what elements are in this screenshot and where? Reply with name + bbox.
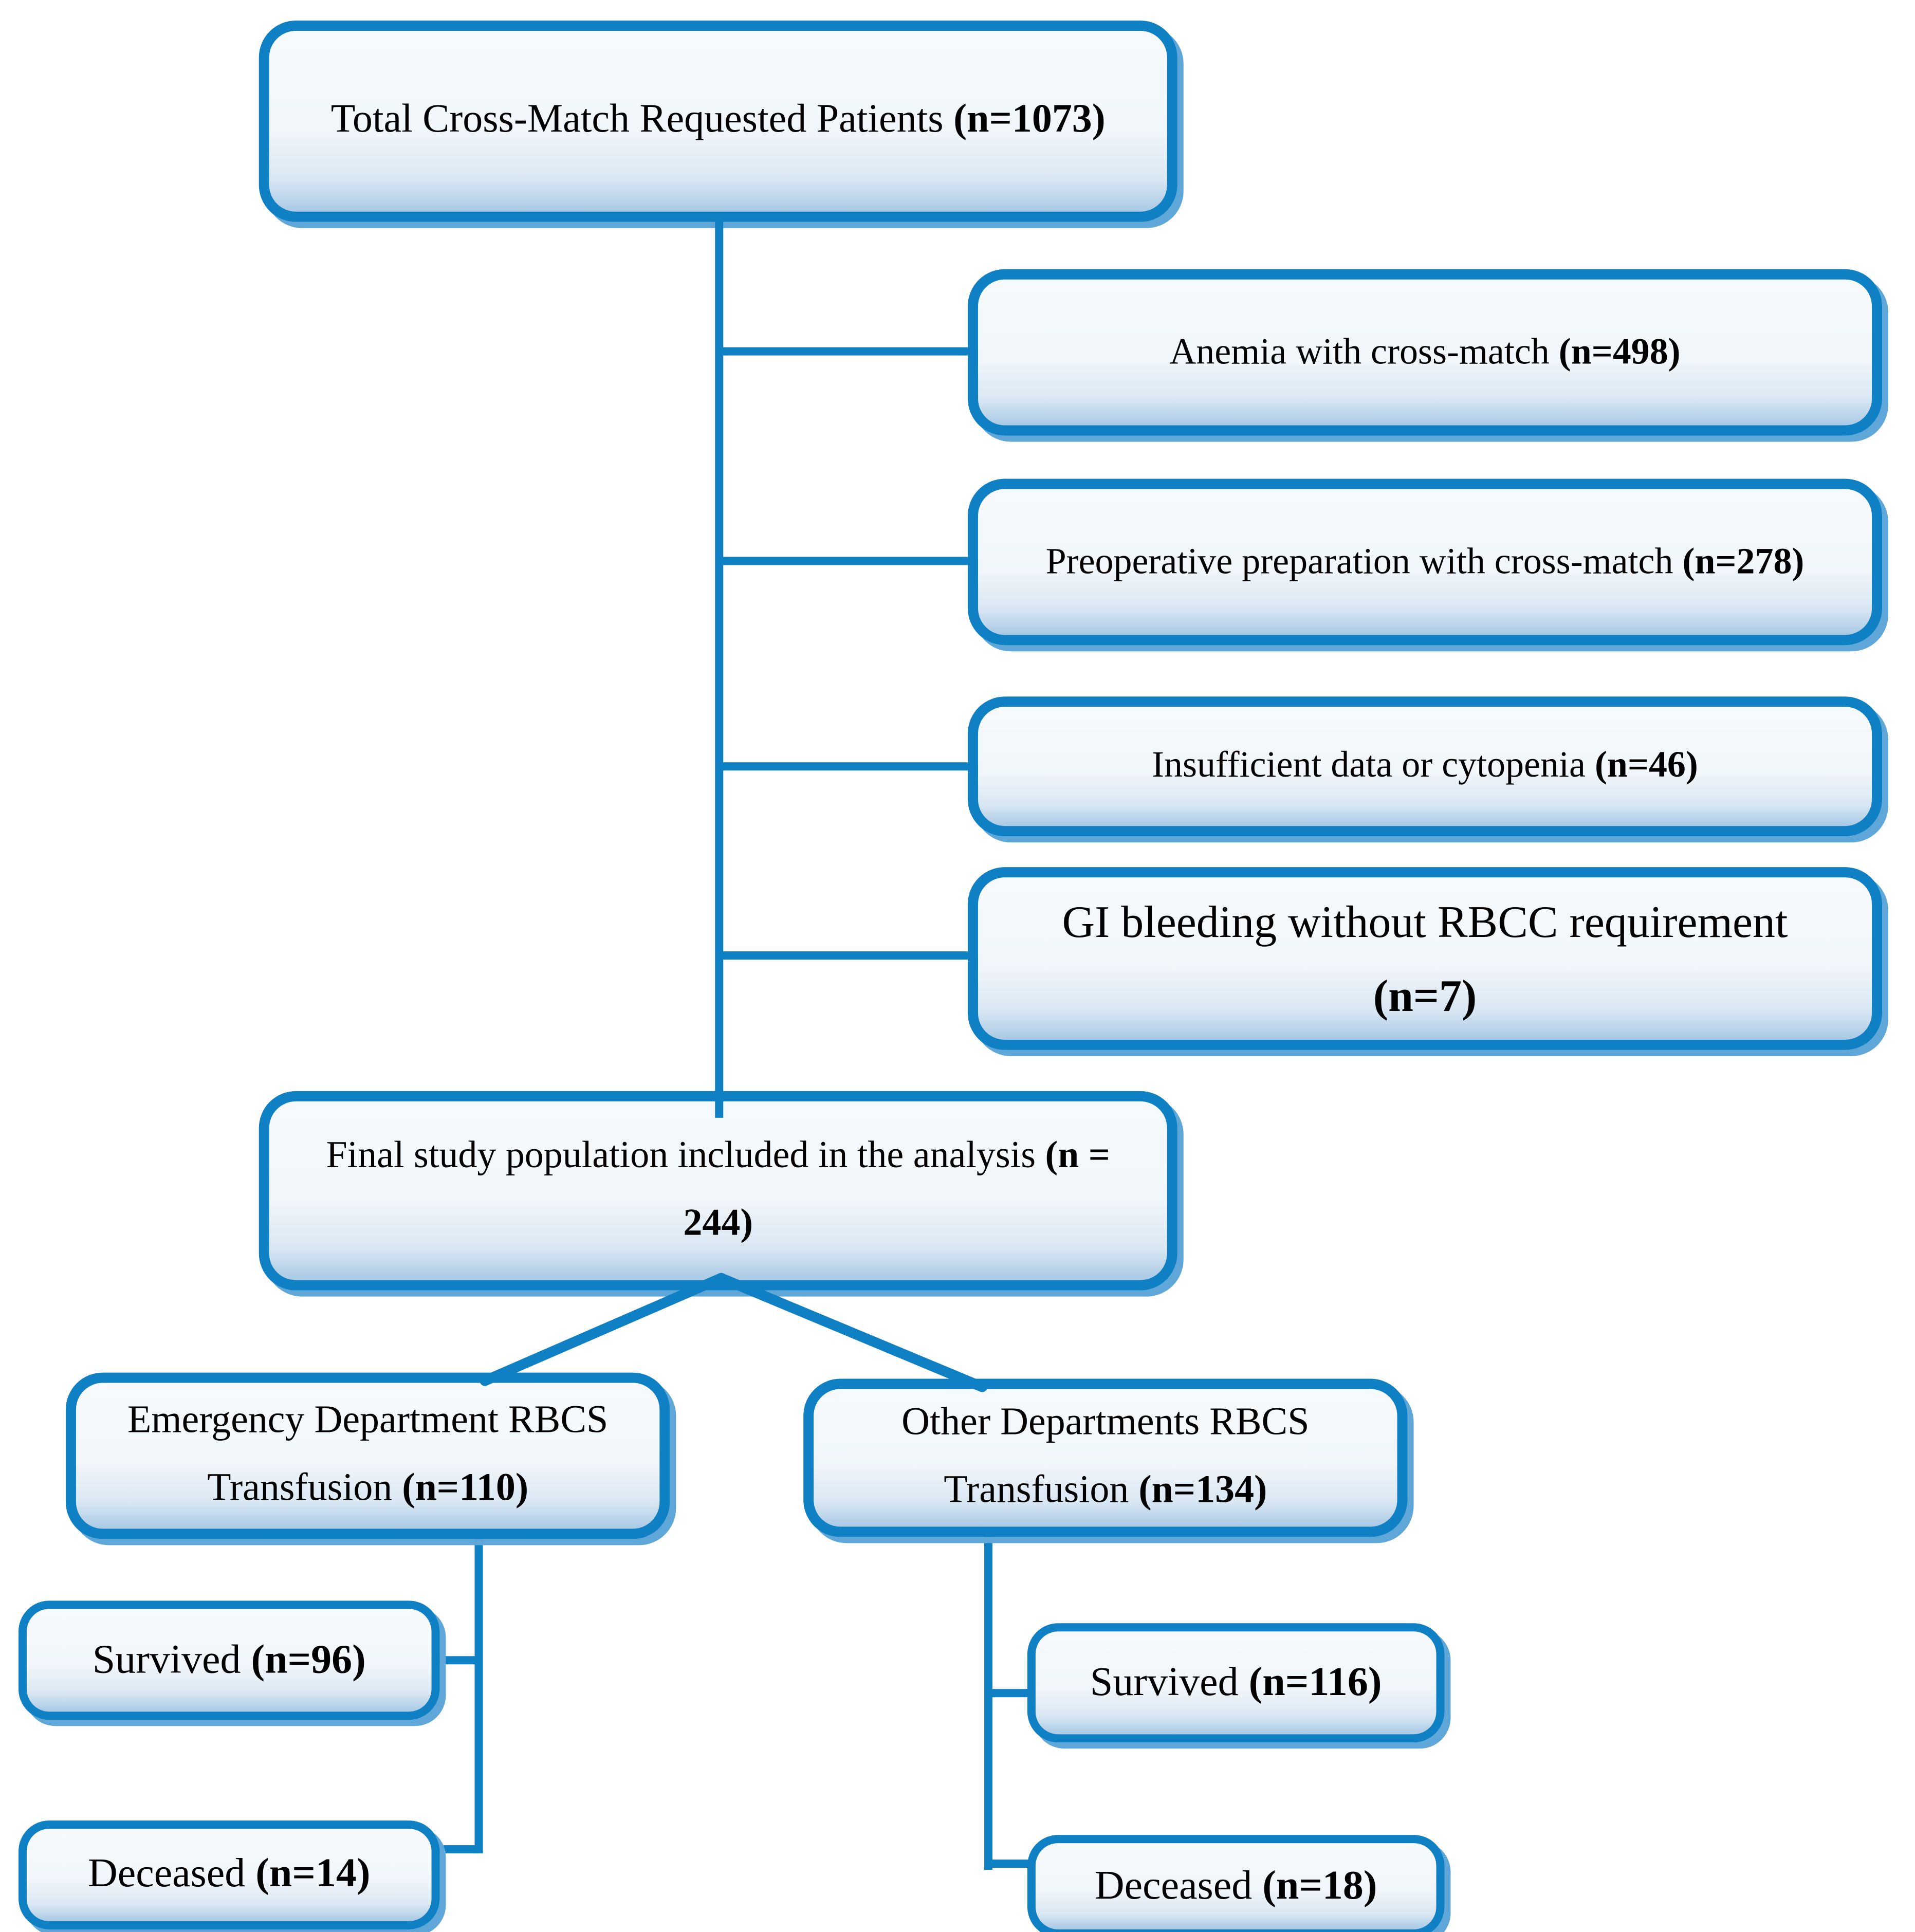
connector-ed-survived (435, 1656, 479, 1665)
box-label: Anemia with cross-match (n=498) (1169, 330, 1681, 372)
n-count: (n=96) (251, 1636, 366, 1682)
box-anemia: Anemia with cross-match (n=498) (967, 269, 1883, 436)
connector-anemia (719, 347, 970, 356)
box-label: Survived (n=116) (1090, 1659, 1382, 1705)
connector-other-vertical (984, 1529, 992, 1870)
n-count-open: (n = (1045, 1136, 1110, 1178)
box-label: Deceased (n=14) (87, 1851, 371, 1897)
n-count: (n=46) (1594, 744, 1698, 786)
box-label: Total Cross-Match Requested Patients (n=… (330, 98, 1106, 142)
box-label-line1: Other Departments RBCS (901, 1402, 1310, 1445)
n-count: (n=116) (1248, 1659, 1382, 1705)
box-label-line2: Transfusion (n=110) (207, 1466, 529, 1510)
n-count-close: 244) (683, 1203, 753, 1244)
connector-preoperative (719, 557, 970, 565)
box-insufficient-data: Insufficient data or cytopenia (n=46) (967, 696, 1883, 837)
n-count: (n=278) (1682, 540, 1804, 581)
box-total-crossmatch: Total Cross-Match Requested Patients (n=… (259, 20, 1177, 222)
n-count: (n=18) (1262, 1863, 1377, 1908)
n-count: (n=14) (255, 1851, 371, 1897)
connector-emergency-vertical (474, 1531, 483, 1854)
box-label: Survived (n=96) (92, 1636, 366, 1682)
box-ed-deceased: Deceased (n=14) (18, 1820, 440, 1929)
connector-main-vertical (715, 213, 724, 1118)
box-label: Insufficient data or cytopenia (n=46) (1152, 744, 1698, 786)
box-label-line2: (n=7) (1373, 959, 1477, 1032)
box-label-line2: 244) (683, 1191, 753, 1257)
box-ed-survived: Survived (n=96) (18, 1600, 440, 1720)
connector-branch-right (716, 1273, 987, 1392)
box-label-line1: Final study population included in the a… (326, 1136, 1110, 1178)
box-gi-bleeding: GI bleeding without RBCC requirement (n=… (967, 867, 1883, 1050)
box-label-line1: Emergency Department RBCS (127, 1400, 609, 1443)
n-count: (n=7) (1373, 968, 1477, 1020)
box-other-survived: Survived (n=116) (1027, 1623, 1445, 1743)
box-emergency-rbcs: Emergency Department RBCS Transfusion (n… (65, 1372, 670, 1539)
box-preoperative: Preoperative preparation with cross-matc… (967, 479, 1883, 646)
box-label: Preoperative preparation with cross-matc… (1045, 540, 1804, 581)
connector-ed-deceased (435, 1845, 479, 1854)
box-label: Deceased (n=18) (1094, 1863, 1377, 1908)
connector-gi-bleeding (719, 951, 970, 960)
box-other-departments-rbcs: Other Departments RBCS Transfusion (n=13… (803, 1378, 1408, 1537)
box-other-deceased: Deceased (n=18) (1027, 1835, 1445, 1932)
n-count: (n=134) (1138, 1468, 1267, 1512)
connector-other-survived (988, 1689, 1032, 1698)
n-count: (n=110) (402, 1466, 529, 1510)
n-count: (n=1073) (953, 98, 1106, 142)
connector-other-deceased (988, 1860, 1032, 1868)
box-final-population: Final study population included in the a… (259, 1091, 1177, 1291)
connector-insufficient (719, 762, 970, 771)
box-label-line2: Transfusion (n=134) (944, 1468, 1267, 1512)
box-label-line1: GI bleeding without RBCC requirement (1062, 895, 1788, 947)
connector-branch-left (480, 1273, 727, 1386)
n-count: (n=498) (1558, 330, 1681, 372)
